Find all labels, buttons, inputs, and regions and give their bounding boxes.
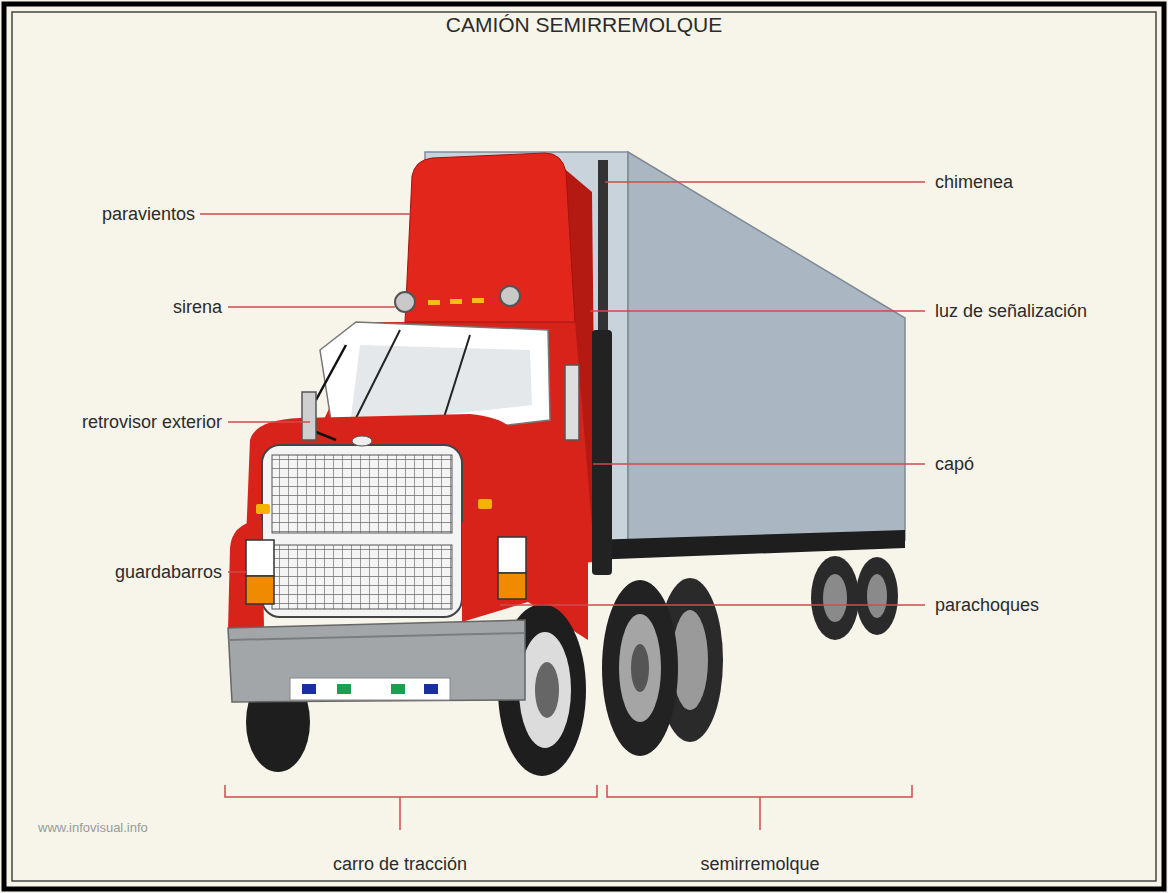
leader-lines-part xyxy=(228,306,395,308)
lights-part xyxy=(498,573,526,599)
lights-part xyxy=(498,537,526,573)
part-label: paravientos xyxy=(40,203,195,225)
mirrors-part xyxy=(316,432,336,440)
watermark: www.infovisual.info xyxy=(38,817,218,839)
brackets-part xyxy=(225,785,597,797)
exhaust-stack xyxy=(592,160,612,575)
leader-lines-part xyxy=(228,421,310,423)
hood-and-grille-part xyxy=(272,455,452,533)
tractor-rear-wheels-part xyxy=(602,580,678,756)
mirrors xyxy=(302,345,579,440)
tractor-cab-part xyxy=(405,153,575,322)
tractor-cab-part xyxy=(395,292,415,312)
bumper-part xyxy=(337,684,351,694)
part-label: chimenea xyxy=(935,171,1155,193)
bumper-part xyxy=(302,684,316,694)
lights-part xyxy=(478,499,492,509)
bumper-part xyxy=(228,620,525,702)
brackets-part xyxy=(759,797,761,830)
lights xyxy=(246,499,526,604)
bumper-part xyxy=(290,678,450,700)
front-wheels-part xyxy=(535,662,559,718)
frame xyxy=(4,4,1164,889)
frame-part xyxy=(4,4,1164,889)
brackets xyxy=(225,785,912,830)
frame-part xyxy=(12,12,1156,881)
trailer-wheels-part xyxy=(867,574,887,618)
bumper xyxy=(228,620,525,702)
mirrors-part xyxy=(565,365,579,440)
trailer-wheels-part xyxy=(811,556,859,640)
part-label: sirena xyxy=(40,296,222,318)
lights-part xyxy=(246,540,274,576)
diagram-title: CAMIÓN SEMIRREMOLQUE xyxy=(334,12,834,38)
trailer-wheels-part xyxy=(823,574,847,622)
tractor-cab-part xyxy=(472,298,484,303)
tractor-rear-wheels-part xyxy=(619,614,661,722)
leader-lines-part xyxy=(593,463,925,465)
leader-lines-part xyxy=(200,213,410,215)
lights-part xyxy=(246,576,274,604)
hood-and-grille-part xyxy=(352,436,372,446)
leader-lines-part xyxy=(605,181,925,183)
leader-lines-part xyxy=(228,571,246,573)
part-label: retrovisor exterior xyxy=(8,411,222,433)
tractor-cab-part xyxy=(350,345,532,425)
group-label: carro de tracción xyxy=(290,853,510,875)
front-wheels-part xyxy=(519,632,571,748)
leader-lines-part xyxy=(590,310,925,312)
exhaust-stack-part xyxy=(592,330,612,575)
bumper-part xyxy=(391,684,405,694)
mirrors-part xyxy=(302,392,316,440)
exhaust-stack-part xyxy=(598,160,608,340)
part-label: luz de señalización xyxy=(935,300,1160,322)
tractor-cab-part xyxy=(428,300,440,305)
group-label: semirremolque xyxy=(650,853,870,875)
brackets-part xyxy=(399,797,401,830)
hood-and-grille-part xyxy=(262,445,462,617)
bumper-part xyxy=(228,633,525,640)
bumper-part xyxy=(424,684,438,694)
leader-lines-part xyxy=(500,604,925,606)
brackets-part xyxy=(607,785,912,797)
trailer-wheels-part xyxy=(856,557,898,635)
part-label: guardabarros xyxy=(40,561,222,583)
tractor-cab-part xyxy=(450,299,462,304)
mirrors-part xyxy=(316,345,346,400)
lights-part xyxy=(256,504,270,514)
tractor-rear-wheels-part xyxy=(631,644,649,692)
leader-lines xyxy=(200,182,925,605)
tractor-cab-part xyxy=(500,286,520,306)
trailer-wheels xyxy=(811,556,898,640)
trailer-part xyxy=(628,152,905,552)
part-label: capó xyxy=(935,453,1155,475)
hood-and-grille-part xyxy=(272,545,452,609)
trailer-part xyxy=(590,530,905,560)
part-label: parachoques xyxy=(935,594,1155,616)
